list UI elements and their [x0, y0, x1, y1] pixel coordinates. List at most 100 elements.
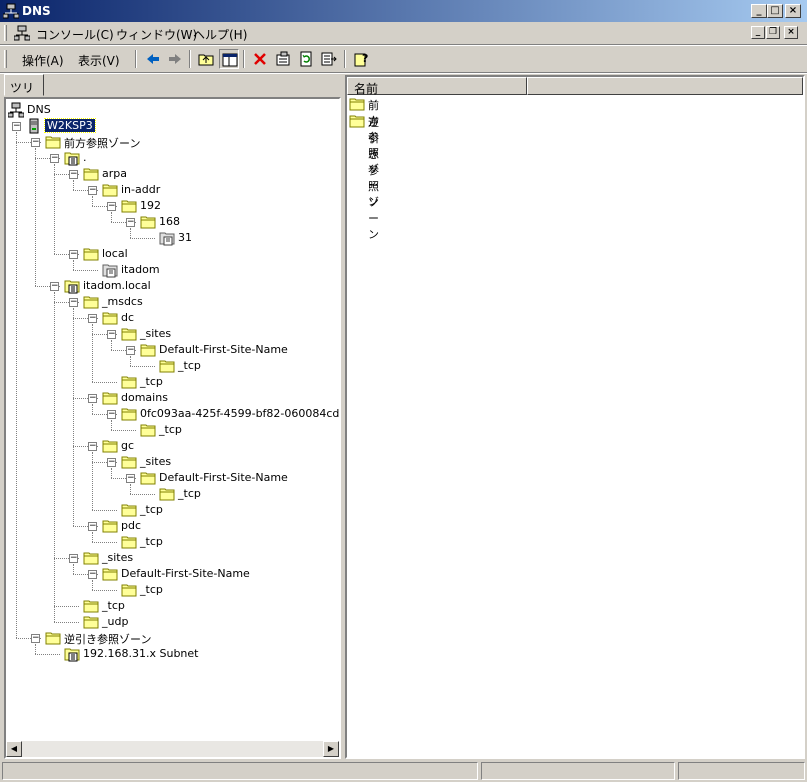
close-button[interactable]: ×	[785, 4, 801, 18]
tree-collapse-icon[interactable]: −	[107, 457, 116, 467]
folder-icon	[83, 550, 99, 569]
show-tree-button[interactable]	[219, 49, 239, 69]
tree-collapse-icon[interactable]: −	[88, 521, 97, 531]
tree-node-label: itadom.local	[83, 279, 151, 292]
tree-guide-line	[73, 190, 98, 191]
tree-node-label: local	[102, 247, 128, 260]
help-button[interactable]: ?	[351, 49, 371, 69]
tree-collapse-icon[interactable]: −	[107, 329, 116, 339]
toolbar-grip[interactable]	[4, 50, 7, 68]
tree-collapse-icon[interactable]: −	[69, 249, 78, 259]
tree-guide-line	[92, 324, 93, 382]
list-pane[interactable]: 名前 前方参照ゾーン逆引き参照ゾーン	[345, 75, 805, 759]
tree-collapse-icon[interactable]: −	[12, 121, 21, 131]
forward-button[interactable]	[165, 49, 185, 69]
maximize-button[interactable]: □	[767, 4, 783, 18]
tree-node-label: _tcp	[140, 375, 163, 388]
tree-view[interactable]: DNS−W2KSP3−前方参照ゾーン−.−arpa−in-addr−192−16…	[6, 99, 339, 741]
tree-node-label: _sites	[102, 551, 134, 564]
horizontal-scrollbar[interactable]: ◀ ▶	[6, 741, 339, 757]
tree-guide-line	[92, 382, 117, 383]
tree-collapse-icon[interactable]: −	[69, 169, 78, 179]
folder-icon	[83, 166, 99, 185]
tree-tab[interactable]: ツリー	[4, 74, 44, 112]
tree-guide-line	[73, 398, 98, 399]
tree-collapse-icon[interactable]: −	[31, 137, 40, 147]
folder-icon	[83, 246, 99, 265]
tree-collapse-icon[interactable]: −	[88, 441, 97, 451]
menu-window[interactable]: ウィンドウ(W)	[116, 28, 198, 42]
tree-guide-line	[92, 404, 93, 414]
zone-icon	[64, 278, 80, 297]
tree-collapse-icon[interactable]: −	[88, 185, 97, 195]
tree-guide-line	[111, 478, 136, 479]
view-menu[interactable]: 表示(V)	[78, 54, 120, 68]
tree-guide-line	[16, 142, 41, 143]
folder-icon	[121, 374, 137, 393]
tree-guide-line	[111, 420, 112, 430]
tree-guide-line	[73, 564, 74, 574]
up-level-button[interactable]	[196, 49, 216, 69]
delete-button[interactable]	[250, 49, 270, 69]
tree-guide-line	[73, 574, 98, 575]
folder-icon	[349, 96, 365, 115]
tree-node-label: _sites	[140, 327, 172, 340]
folder-icon	[121, 198, 137, 217]
tree-node-label: _sites	[140, 455, 172, 468]
tree-node-label: arpa	[102, 167, 127, 180]
toolbar-separator-line	[0, 72, 807, 74]
toolbar-separator	[135, 50, 137, 68]
refresh-button[interactable]	[296, 49, 316, 69]
tree-collapse-icon[interactable]: −	[107, 409, 116, 419]
folder-icon	[140, 470, 156, 489]
title-bar[interactable]: DNS _ □ ×	[0, 0, 807, 22]
tree-collapse-icon[interactable]: −	[50, 153, 59, 163]
tree-collapse-icon[interactable]: −	[88, 569, 97, 579]
back-button[interactable]	[143, 49, 163, 69]
tree-node-label: 逆引き参照ゾーン	[64, 633, 152, 646]
tree-collapse-icon[interactable]: −	[31, 633, 40, 643]
tree-collapse-icon[interactable]: −	[88, 313, 97, 323]
menu-console[interactable]: コンソール(C)	[36, 28, 114, 42]
tree-collapse-icon[interactable]: −	[69, 297, 78, 307]
tree-collapse-icon[interactable]: −	[126, 217, 135, 227]
dns-console-icon	[7, 102, 25, 121]
column-header-empty[interactable]	[527, 77, 803, 95]
tree-guide-line	[130, 366, 155, 367]
tree-guide-line	[92, 542, 117, 543]
menu-grip[interactable]	[4, 25, 7, 41]
menu-help[interactable]: ヘルプ(H)	[193, 28, 248, 42]
tree-guide-line	[92, 580, 93, 590]
tree-node-label: 192	[140, 199, 161, 212]
folder-icon	[349, 113, 365, 132]
tree-collapse-icon[interactable]: −	[69, 553, 78, 563]
tree-guide-line	[92, 532, 93, 542]
tree-guide-line	[92, 590, 117, 591]
export-list-button[interactable]	[319, 49, 339, 69]
mdi-minimize-button[interactable]: _	[751, 26, 765, 39]
tree-node-label: _udp	[102, 615, 129, 628]
tree-pane[interactable]: DNS−W2KSP3−前方参照ゾーン−.−arpa−in-addr−192−16…	[4, 97, 341, 759]
scroll-left-button[interactable]: ◀	[6, 741, 22, 757]
action-menu[interactable]: 操作(A)	[22, 54, 64, 68]
tree-collapse-icon[interactable]: −	[88, 393, 97, 403]
properties-button[interactable]	[273, 49, 293, 69]
tree-node-label: DNS	[27, 103, 51, 116]
folder-icon	[45, 134, 61, 153]
tree-guide-line	[73, 180, 74, 190]
folder-icon	[121, 406, 137, 425]
folder-icon	[102, 518, 118, 537]
mdi-close-button[interactable]: ×	[784, 26, 798, 39]
minimize-button[interactable]: _	[751, 4, 767, 18]
tree-collapse-icon[interactable]: −	[126, 473, 135, 483]
mdi-restore-button[interactable]: ❐	[766, 26, 780, 39]
scroll-right-button[interactable]: ▶	[323, 741, 339, 757]
zone-icon	[64, 150, 80, 169]
tree-guide-line	[73, 308, 74, 526]
tree-collapse-icon[interactable]: −	[107, 201, 116, 211]
tree-guide-line	[111, 430, 136, 431]
column-header-name[interactable]: 名前	[347, 77, 527, 96]
tree-collapse-icon[interactable]: −	[50, 281, 59, 291]
tree-collapse-icon[interactable]: −	[126, 345, 135, 355]
tree-guide-line	[92, 414, 117, 415]
